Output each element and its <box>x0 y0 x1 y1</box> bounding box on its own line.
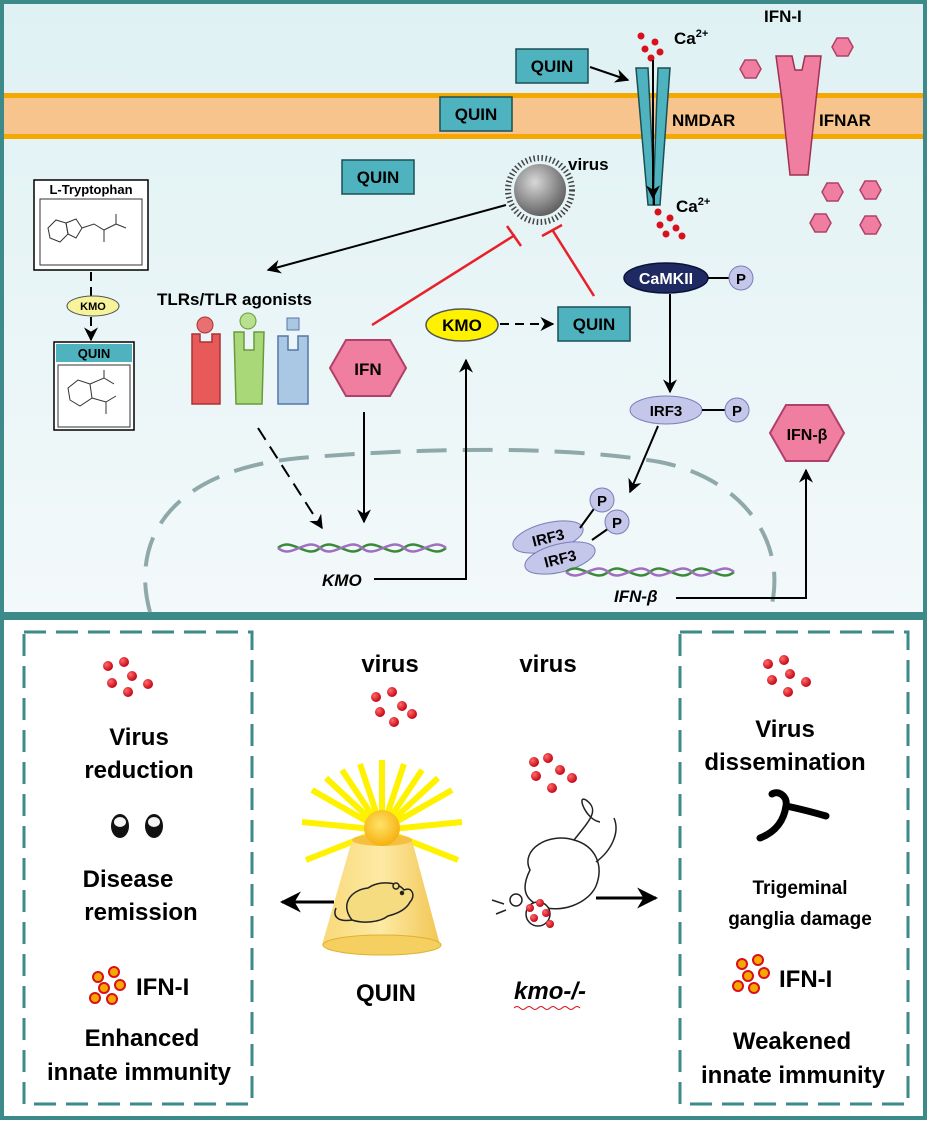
ifnar-label: IFNAR <box>819 111 871 130</box>
quin-label: QUIN <box>573 315 616 334</box>
arrow-kmo-gene-kmo <box>374 358 473 580</box>
calcium-label-bottom: Ca2+ <box>676 196 710 216</box>
virus-label-center-right: virus <box>519 651 576 678</box>
irf3-phosphorylated: IRF3 P <box>629 395 750 425</box>
dna-ifn-beta-gene <box>565 567 735 577</box>
quinolinic-acid-structure-icon <box>67 370 117 414</box>
virus-particle <box>505 155 575 225</box>
calcium-label-top: Ca2+ <box>674 28 708 48</box>
ifn-beta-gene-label: IFN-β <box>614 587 658 606</box>
tg-damage-line2: ganglia damage <box>728 909 872 930</box>
irf3-dimer: IRF3 IRF3 P P <box>512 487 630 575</box>
l-tryptophan-label: L-Tryptophan <box>49 182 132 197</box>
calcium-ions-top <box>637 32 664 62</box>
right-outcome-box <box>678 630 910 1106</box>
tg-damage-line1: Trigeminal <box>752 878 847 899</box>
quin-label: QUIN <box>357 168 400 187</box>
virus-dots-left-box <box>103 657 153 697</box>
ifn-i-label-top: IFN-I <box>764 7 802 26</box>
virus-dots-right-box <box>763 655 811 697</box>
virus-label: virus <box>568 155 609 174</box>
kmo-knockout-label: kmo-/- <box>514 978 586 1005</box>
ifn-hexagon: IFN <box>328 339 408 397</box>
ifn-i-label-right: IFN-I <box>779 966 832 993</box>
quin-box-membrane: QUIN <box>439 96 513 132</box>
ifnar-receptor <box>775 55 822 176</box>
arrow-quin-nmdar <box>589 66 630 83</box>
left-outcome-box <box>22 630 254 1106</box>
bottom-panel-frame <box>0 616 927 1120</box>
arrow-virus-tlrs <box>266 204 507 274</box>
inhibition-ifn-virus <box>371 225 523 327</box>
kmo-gene-label: KMO <box>322 571 362 590</box>
quin-box-product: QUIN <box>557 306 631 342</box>
inhibition-quin-virus <box>541 223 596 297</box>
quin-box-outside: QUIN <box>515 48 589 84</box>
virus-dissemination-line2: dissemination <box>704 749 865 776</box>
nucleus-boundary <box>143 447 777 613</box>
quin-treatment-label: QUIN <box>356 980 416 1007</box>
phosphate-label: P <box>732 403 742 420</box>
arrow-tlrs-dna <box>257 427 323 530</box>
tlr-receptor-green <box>233 312 265 405</box>
nmdar-label: NMDAR <box>672 111 735 130</box>
enhanced-immunity-line2: innate immunity <box>47 1059 232 1086</box>
ifn-i-dots-left <box>89 966 126 1005</box>
ifn-i-label-left: IFN-I <box>136 974 189 1001</box>
quin-box-title: QUIN <box>78 346 111 361</box>
healthy-mouse-icon <box>334 882 414 923</box>
phosphate-label: P <box>612 515 622 532</box>
camkii: CaMKII P <box>623 262 754 294</box>
eyes-icon <box>111 814 163 838</box>
arrow-irf3-nucleus <box>628 425 659 494</box>
tlr-receptor-red <box>191 316 221 405</box>
camkii-label: CaMKII <box>639 271 693 288</box>
ifn-beta-hexagon: IFN-β <box>768 404 846 462</box>
phosphate-label: P <box>597 493 607 510</box>
spellcheck-underline <box>513 1006 581 1010</box>
disease-remission-line1: Disease <box>83 866 174 893</box>
ifn-label: IFN <box>354 360 381 379</box>
trigeminal-ganglia-icon <box>756 789 830 842</box>
arrow-ifnb-gene-ifnb <box>676 468 813 599</box>
quin-box-cytoplasm: QUIN <box>341 159 415 195</box>
ifn-i-dots-right <box>732 954 770 994</box>
kmo-small-label: KMO <box>80 301 106 313</box>
weakened-immunity-line1: Weakened <box>733 1028 851 1055</box>
kmo-small-enzyme: KMO <box>66 295 120 317</box>
tlr-receptor-blue <box>277 317 309 405</box>
tryptophan-structure-icon <box>47 214 127 243</box>
irf3-label: IRF3 <box>650 403 683 420</box>
calcium-ions-bottom <box>654 208 686 240</box>
quin-structure-box: QUIN <box>53 341 135 431</box>
l-tryptophan-box: L-Tryptophan <box>33 179 149 271</box>
kmo-enzyme: KMO <box>425 308 499 342</box>
dna-kmo-gene <box>277 543 447 553</box>
disease-remission-line2: remission <box>84 899 197 926</box>
virus-dots-center-right <box>529 753 577 793</box>
virus-dissemination-line1: Virus <box>755 716 815 743</box>
virus-dots-center-left <box>371 687 417 727</box>
quin-label: QUIN <box>455 105 498 124</box>
enhanced-immunity-line1: Enhanced <box>85 1025 200 1052</box>
weakened-immunity-line2: innate immunity <box>701 1062 886 1089</box>
phosphate-label: P <box>736 271 746 288</box>
knockout-mouse-icon <box>491 798 617 928</box>
ifn-beta-label: IFN-β <box>787 427 828 444</box>
virus-reduction-line1: Virus <box>109 724 169 751</box>
ifn-i-molecules <box>739 37 882 235</box>
tlrs-label: TLRs/TLR agonists <box>157 290 312 309</box>
virus-label-center-left: virus <box>361 651 418 678</box>
quin-label: QUIN <box>531 57 574 76</box>
virus-reduction-line2: reduction <box>84 757 193 784</box>
kmo-label: KMO <box>442 316 482 335</box>
